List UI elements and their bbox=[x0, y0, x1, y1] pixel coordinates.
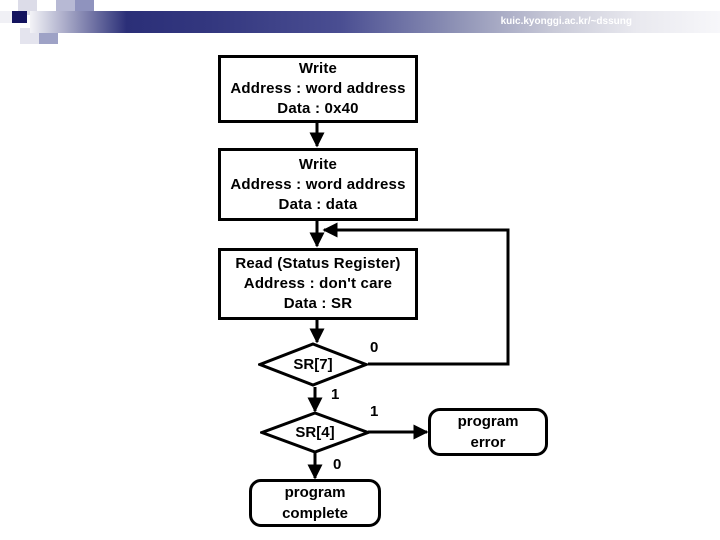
header-banner: kuic.kyonggi.ac.kr/~dssung bbox=[0, 0, 720, 44]
decor-square-6 bbox=[0, 11, 12, 23]
sr4-diamond-shape bbox=[257, 411, 373, 454]
node-program-error[interactable]: program error bbox=[428, 408, 548, 456]
edge-label-sr4-one: 1 bbox=[370, 403, 379, 420]
node-program-error-line-1: program bbox=[457, 413, 519, 430]
node-program-error-line-2: error bbox=[470, 434, 506, 451]
sr7-diamond-shape bbox=[255, 342, 371, 387]
node-write-data[interactable]: Write Address : word address Data : data bbox=[218, 148, 418, 221]
node-write-cmd-line-2: Address : word address bbox=[230, 80, 406, 97]
node-sr7[interactable]: SR[7] bbox=[255, 342, 371, 387]
node-sr4[interactable]: SR[4] bbox=[257, 411, 373, 454]
header-url-text: kuic.kyonggi.ac.kr/~dssung bbox=[500, 16, 632, 27]
node-write-data-line-2: Address : word address bbox=[230, 175, 406, 193]
decor-square-navy bbox=[12, 11, 27, 23]
node-read-sr-line-3: Data : SR bbox=[283, 295, 353, 312]
node-read-sr[interactable]: Read (Status Register) Address : don't c… bbox=[218, 248, 418, 320]
node-read-sr-line-1: Read (Status Register) bbox=[235, 255, 401, 272]
edge-sr7-zero-loopback bbox=[322, 222, 510, 366]
node-write-cmd[interactable]: Write Address : word address Data : 0x40 bbox=[218, 55, 418, 123]
node-write-cmd-line-1: Write bbox=[298, 60, 338, 77]
edge-label-sr4-zero: 0 bbox=[333, 456, 342, 473]
node-program-complete-line-2: complete bbox=[282, 505, 348, 522]
node-write-data-line-1: Write bbox=[298, 155, 338, 173]
edge-label-sr7-one: 1 bbox=[331, 386, 340, 403]
node-write-cmd-line-3: Data : 0x40 bbox=[277, 100, 359, 117]
node-program-complete[interactable]: program complete bbox=[249, 479, 381, 527]
node-read-sr-line-2: Address : don't care bbox=[243, 275, 393, 292]
header-gradient-bar bbox=[30, 11, 720, 33]
node-write-data-line-3: Data : data bbox=[278, 195, 358, 213]
node-program-complete-line-1: program bbox=[284, 484, 346, 501]
edge-label-sr7-zero: 0 bbox=[370, 339, 379, 356]
